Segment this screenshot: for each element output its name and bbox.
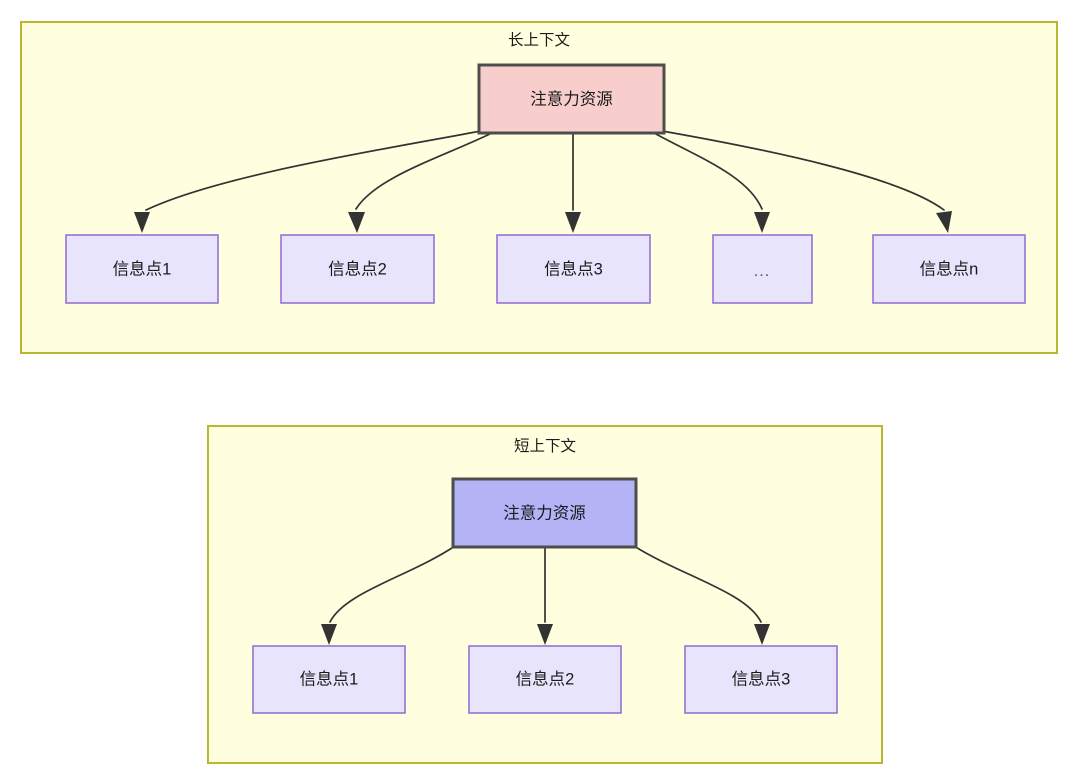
node-label-ellipsis-long: ...: [754, 263, 770, 280]
edge-long-to-info-1: [145, 130, 482, 211]
edges-long-context: [134, 130, 952, 233]
edge-long-to-ellipsis: [653, 132, 763, 210]
node-box-ellipsis-long: [712, 234, 813, 304]
node-label-attention-long: 注意力资源: [530, 89, 613, 108]
node-label-info-3-long: 信息点3: [544, 259, 603, 278]
arrow-head-long-to-info-3: [565, 212, 581, 233]
node-info-point-n-long[interactable]: 信息点n: [872, 234, 1026, 304]
node-box-info-3-long: [496, 234, 651, 304]
arrow-head-long-to-info-2: [348, 212, 365, 233]
node-info-point-1-long[interactable]: 信息点1: [65, 234, 219, 304]
node-box-info-2-short: [468, 645, 622, 714]
node-info-point-2-long[interactable]: 信息点2: [280, 234, 435, 304]
group-title-short-context: 短上下文: [514, 437, 576, 455]
group-long-context[interactable]: 长上下文 注意: [20, 21, 1058, 354]
node-box-info-2-long: [280, 234, 435, 304]
edge-short-to-info-3: [633, 545, 762, 623]
edge-short-to-info-1: [329, 545, 456, 623]
node-info-point-3-long[interactable]: 信息点3: [496, 234, 651, 304]
node-label-info-3-short: 信息点3: [732, 669, 791, 688]
node-box-info-1-long: [65, 234, 219, 304]
node-info-ellipsis-long[interactable]: ...: [712, 234, 813, 304]
node-info-point-3-short[interactable]: 信息点3: [684, 645, 838, 714]
node-box-info-3-short: [684, 645, 838, 714]
node-attention-resource-long[interactable]: 注意力资源: [477, 63, 666, 135]
group-short-context[interactable]: 短上下文 注意力资源 信息点1: [207, 425, 883, 764]
node-box-info-n-long: [872, 234, 1026, 304]
edge-long-to-info-2: [355, 132, 493, 210]
node-info-point-1-short[interactable]: 信息点1: [252, 645, 406, 714]
group-title-long-context: 长上下文: [508, 31, 570, 49]
arrow-head-short-to-info-3: [754, 624, 770, 645]
node-box-attention-long: [477, 63, 666, 135]
arrow-head-long-to-ellipsis: [754, 212, 770, 233]
arrow-head-short-to-info-1: [321, 624, 337, 645]
node-label-info-1-long: 信息点1: [113, 259, 172, 278]
edge-long-to-info-n: [661, 130, 945, 211]
node-label-info-n-long: 信息点n: [920, 259, 979, 278]
node-label-attention-short: 注意力资源: [503, 503, 586, 522]
node-label-info-1-short: 信息点1: [300, 669, 359, 688]
arrow-head-short-to-info-2: [537, 624, 553, 645]
node-box-attention-short: [451, 477, 638, 549]
edges-short-context: [321, 545, 770, 645]
arrow-head-long-to-info-1: [134, 212, 150, 233]
node-box-info-1-short: [252, 645, 406, 714]
node-info-point-2-short[interactable]: 信息点2: [468, 645, 622, 714]
node-label-info-2-short: 信息点2: [516, 669, 575, 688]
node-label-info-2-long: 信息点2: [328, 259, 387, 278]
arrow-head-long-to-info-n: [936, 211, 952, 233]
node-attention-resource-short[interactable]: 注意力资源: [451, 477, 638, 549]
